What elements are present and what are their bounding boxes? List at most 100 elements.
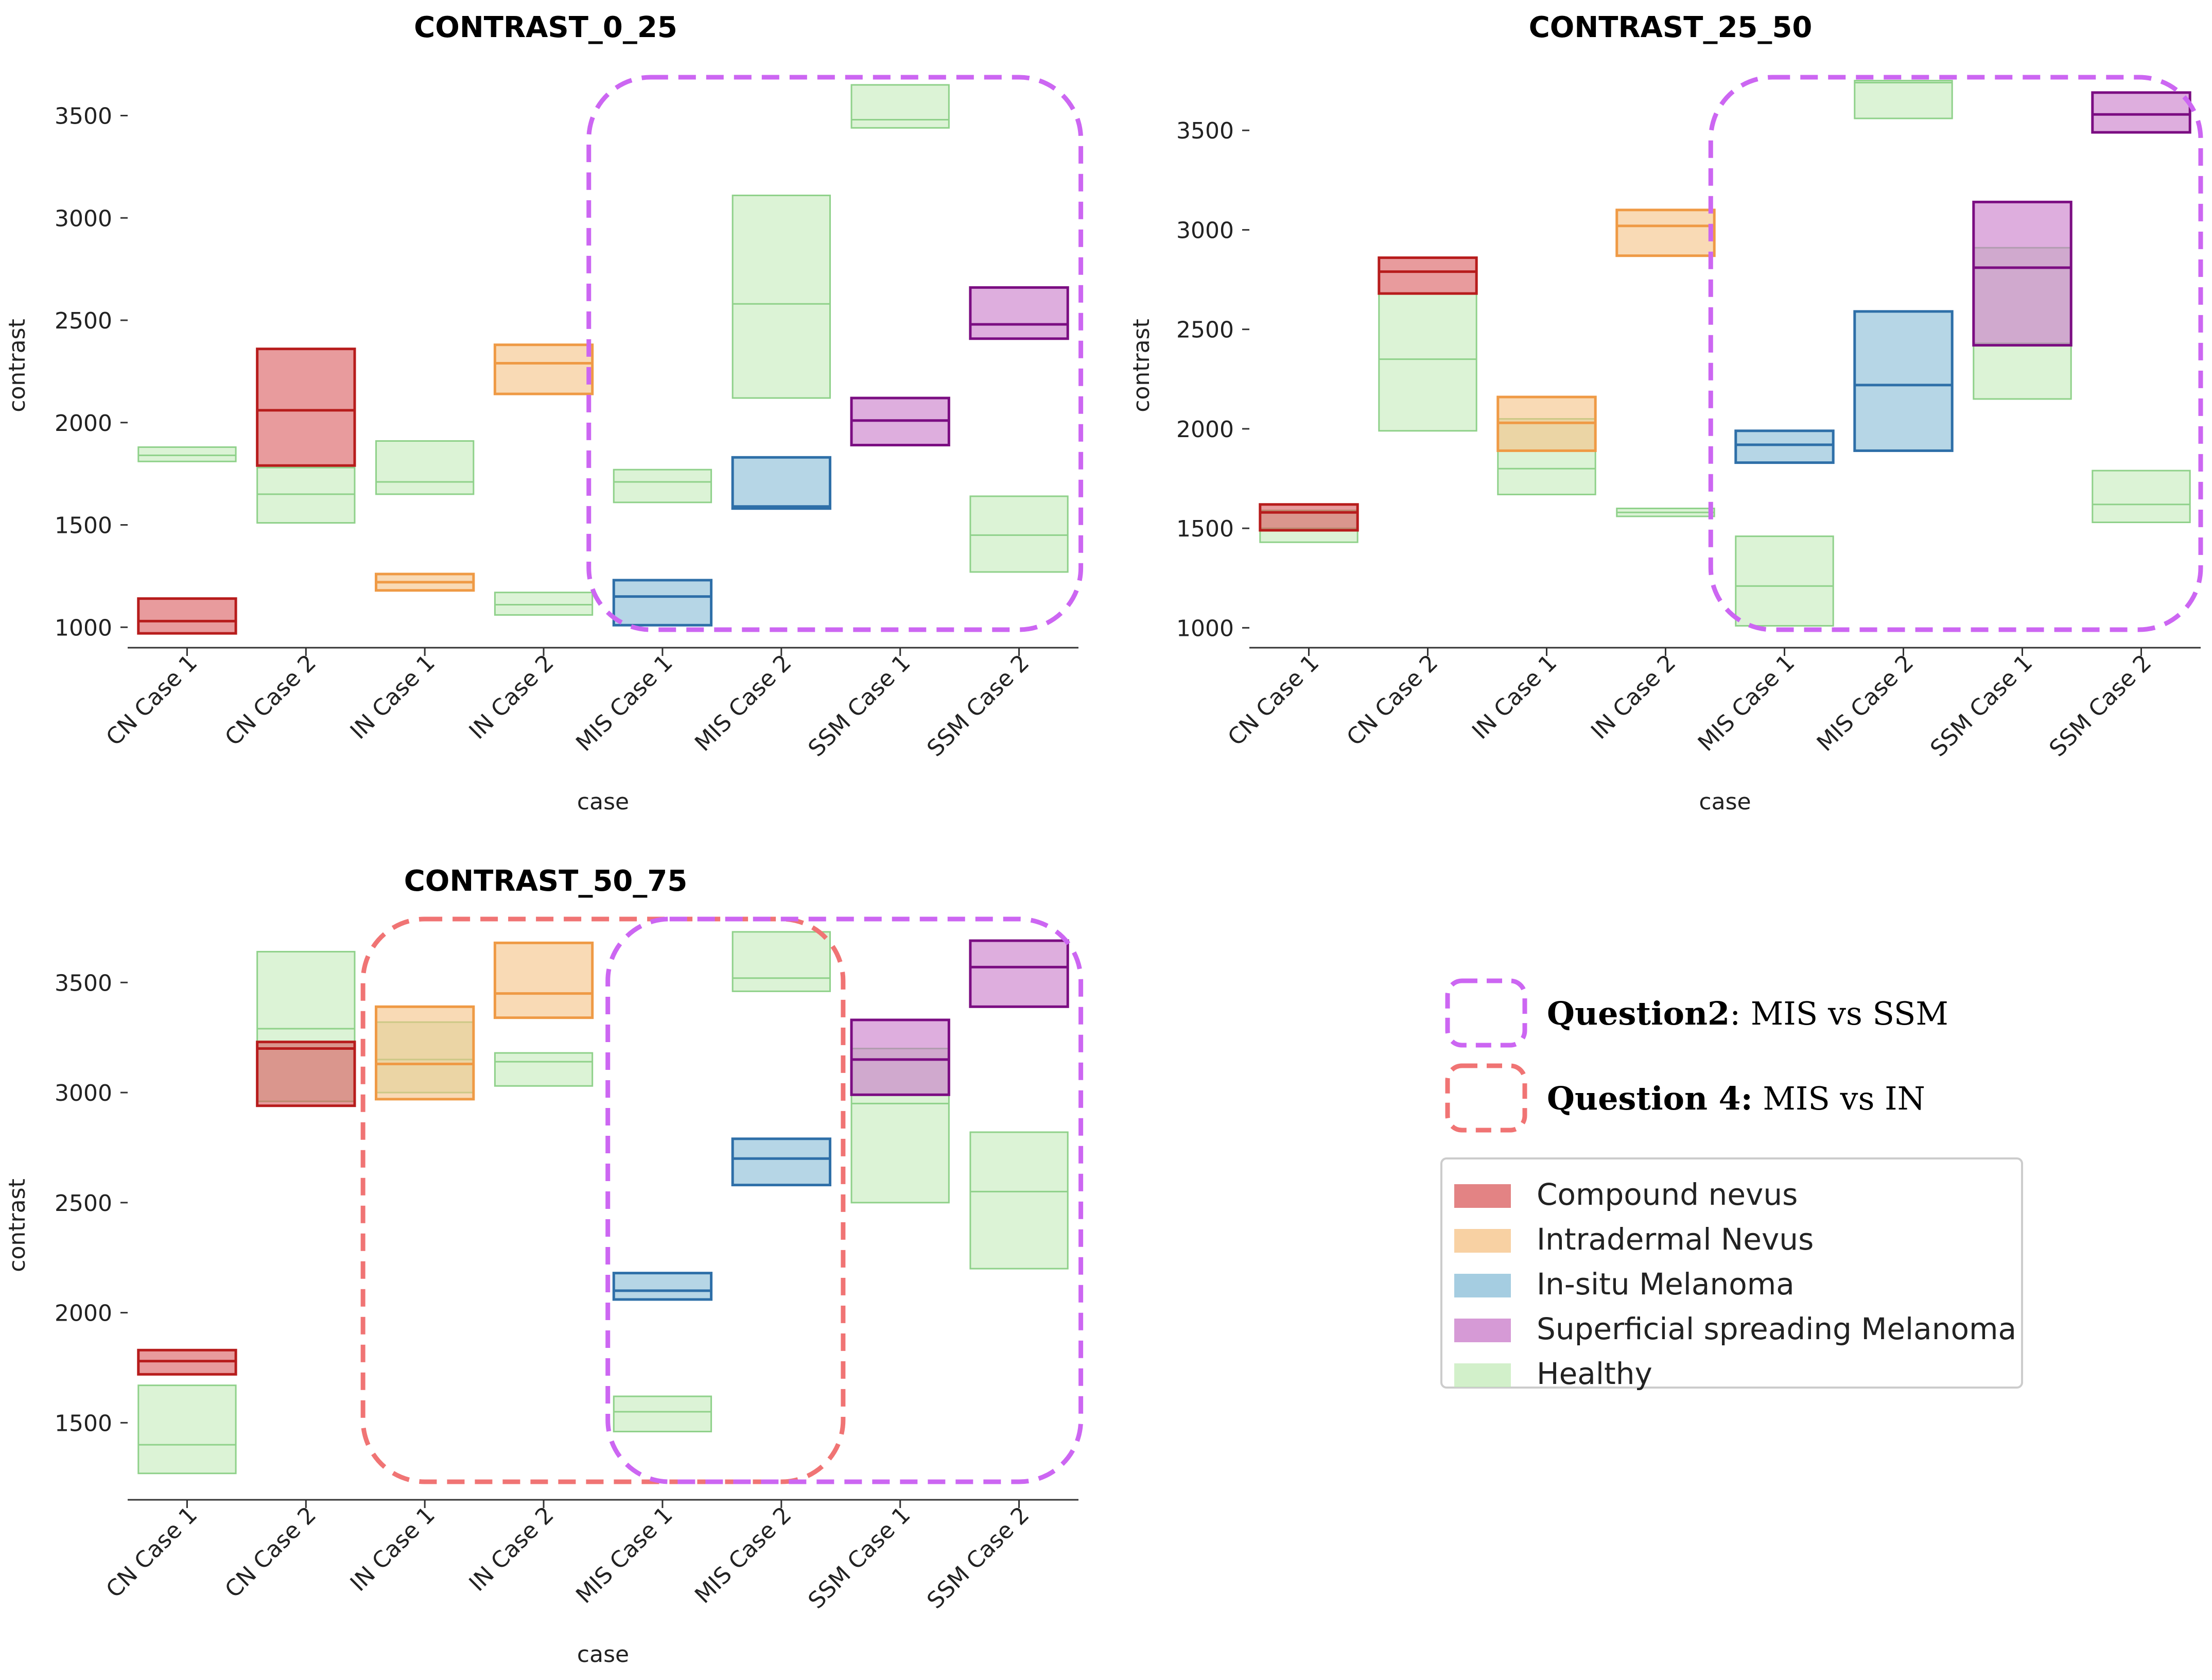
question-key-label-q4: Question 4: MIS vs IN (1547, 1080, 1925, 1117)
box-body (612, 1272, 713, 1301)
box-compound (256, 1041, 356, 1107)
question-key: Question2: MIS vs SSM Question 4: MIS vs … (1445, 978, 1948, 1133)
box-body (1853, 310, 1954, 452)
box-superficial (2091, 91, 2191, 134)
box-body (1735, 535, 1834, 627)
box-healthy (494, 592, 594, 616)
question-key-swatch-q4 (1445, 1063, 1527, 1133)
box-body (1615, 209, 1716, 257)
y-tick-label: 1000 (1176, 615, 1234, 642)
box-healthy (731, 195, 831, 399)
box-body (1734, 429, 1835, 464)
box-body (969, 495, 1069, 573)
chart-title: CONTRAST_50_75 (404, 864, 688, 898)
box-intradermal (493, 941, 594, 1019)
x-tick-label: CN Case 2 (1342, 650, 1443, 751)
box-insitu (1734, 429, 1835, 464)
box-healthy (731, 931, 831, 992)
box-healthy (494, 1052, 594, 1087)
box-healthy (137, 1384, 237, 1475)
y-tick-label: 2000 (1176, 417, 1234, 443)
box-compound (256, 348, 356, 467)
box-body (493, 343, 594, 395)
y-tick-label: 1500 (55, 513, 112, 539)
x-tick-label: MIS Case 2 (690, 1502, 797, 1609)
box-insitu (612, 1272, 713, 1301)
x-tick-label: SSM Case 2 (922, 650, 1034, 762)
question-key-label-q2: Question2: MIS vs SSM (1547, 995, 1948, 1032)
x-tick-label: SSM Case 2 (922, 1502, 1034, 1614)
box-body (1378, 292, 1477, 432)
y-tick-label: 2000 (55, 1301, 112, 1327)
x-tick-label: MIS Case 1 (571, 1502, 678, 1609)
box-healthy (137, 446, 237, 462)
box-healthy (613, 469, 712, 504)
question-key-bold: Question2 (1547, 995, 1730, 1032)
box-healthy (613, 1395, 712, 1432)
legend-swatch-insitu (1454, 1274, 1511, 1297)
x-tick-label: CN Case 1 (1223, 650, 1324, 751)
x-axis-label: case (577, 789, 629, 815)
x-tick-label: IN Case 1 (345, 1502, 440, 1597)
box-body (256, 1041, 356, 1107)
box-healthy (375, 440, 475, 495)
x-tick-label: MIS Case 2 (690, 650, 797, 757)
box-healthy (256, 466, 356, 524)
box-body (969, 939, 1069, 1008)
box-body (613, 469, 712, 504)
highlight-q4 (360, 916, 846, 1484)
box-body (256, 348, 356, 467)
chart-panel-3: CONTRAST_50_7515002000250030003500contra… (4, 864, 1084, 1668)
legend-frame (1440, 1157, 2023, 1389)
box-healthy (1378, 292, 1477, 432)
y-tick-label: 3500 (1176, 118, 1234, 144)
chart-panel-2: CONTRAST_25_50100015002000250030003500co… (1128, 11, 2203, 815)
box-body (2092, 470, 2191, 524)
box-body (375, 440, 475, 495)
x-tick-label: MIS Case 1 (571, 650, 678, 757)
box-healthy (969, 1131, 1069, 1270)
box-intradermal (1496, 395, 1597, 452)
box-compound (1259, 503, 1359, 532)
question-key-bold: Question 4: (1547, 1080, 1753, 1117)
question-key-swatch-q2 (1445, 978, 1527, 1048)
question-key-text: : MIS vs SSM (1730, 995, 1948, 1032)
box-body (969, 1131, 1069, 1270)
box-body (731, 456, 831, 510)
y-tick-label: 1500 (1176, 516, 1234, 542)
box-body (731, 1137, 831, 1187)
highlight-q2 (605, 916, 1084, 1484)
box-compound (137, 1348, 237, 1376)
box-healthy (850, 84, 950, 129)
box-intradermal (375, 573, 475, 592)
legend-label-compound: Compound nevus (1537, 1177, 1798, 1212)
legend-label-superficial: Superficial spreading Melanoma (1537, 1311, 2016, 1346)
box-compound (1378, 256, 1478, 295)
box-body (375, 1005, 475, 1101)
box-body (1378, 256, 1478, 295)
box-body (137, 1384, 237, 1475)
x-tick-label: CN Case 1 (101, 1502, 202, 1603)
box-body (494, 1052, 594, 1087)
box-body (1972, 200, 2072, 347)
x-tick-label: SSM Case 2 (2044, 650, 2156, 762)
legend-label-healthy: Healthy (1537, 1356, 1652, 1391)
legend-swatch-healthy (1454, 1363, 1511, 1387)
box-healthy (1854, 80, 1953, 119)
x-tick-label: CN Case 1 (101, 650, 202, 751)
box-healthy (1735, 535, 1834, 627)
y-tick-label: 2000 (55, 410, 112, 437)
box-insitu (731, 456, 831, 510)
y-tick-label: 1500 (55, 1410, 112, 1436)
box-body (613, 1395, 712, 1432)
x-tick-label: CN Case 2 (220, 1502, 321, 1603)
x-tick-label: SSM Case 1 (803, 1502, 915, 1614)
x-tick-label: CN Case 2 (220, 650, 321, 751)
box-body (731, 931, 831, 992)
box-insitu (612, 579, 713, 627)
y-tick-label: 3000 (55, 1080, 112, 1106)
legend-swatch-compound (1454, 1184, 1511, 1208)
box-body (137, 597, 237, 635)
x-axis-label: case (1699, 789, 1751, 815)
